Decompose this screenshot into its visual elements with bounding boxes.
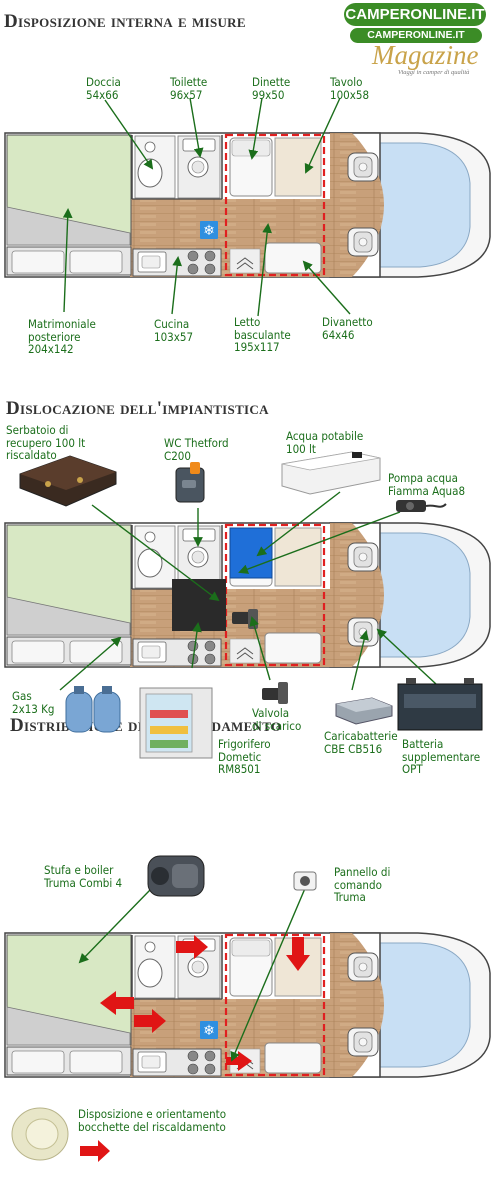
control-panel-illustration: [293, 871, 317, 891]
floor-plan-systems: [3, 521, 492, 669]
vent-illustration: [11, 1107, 69, 1161]
heat-arrow-bed-right: [134, 1009, 166, 1033]
heat-arrow-dinette: [286, 937, 310, 971]
heat-arrow-bathroom: [176, 935, 208, 959]
heater-illustration: [147, 855, 205, 897]
valve-illustration: [262, 682, 288, 704]
logo-tagline: Viaggi in camper di qualità: [398, 69, 470, 76]
charger-illustration: [335, 697, 393, 725]
gas-bottles-illustration: [65, 686, 121, 733]
section-title-systems: Dislocazione dell'impiantistica: [6, 398, 269, 419]
fridge-illustration: [139, 687, 213, 759]
pointers-heating: [78, 871, 313, 1062]
fridge-icon: [200, 221, 218, 239]
floor-plan-heating: [3, 931, 492, 1079]
logo-brand-top: CAMPERONLINE.IT: [344, 3, 486, 26]
section-title-layout: Disposizione interna e misure: [4, 11, 246, 32]
pointers-layout: [62, 97, 351, 317]
logo-brand-bottom: CAMPERONLINE.IT: [350, 28, 482, 43]
floor-plan-layout: [3, 131, 492, 279]
water-tank-icon: [229, 527, 273, 579]
legend-heat-arrow-icon: [80, 1140, 110, 1162]
heat-arrow-bed-left: [100, 991, 134, 1015]
battery-illustration: [397, 678, 483, 731]
pointers-systems: [59, 491, 437, 691]
waste-tank-illustration: [19, 455, 117, 507]
waste-tank-icon: [172, 579, 226, 631]
logo-magazine: Magazine: [372, 40, 479, 70]
pump-illustration: [396, 500, 447, 512]
fridge-icon-heating: [200, 1021, 218, 1039]
water-tank-illustration: [281, 451, 381, 495]
wc-cassette-illustration: [175, 462, 205, 503]
